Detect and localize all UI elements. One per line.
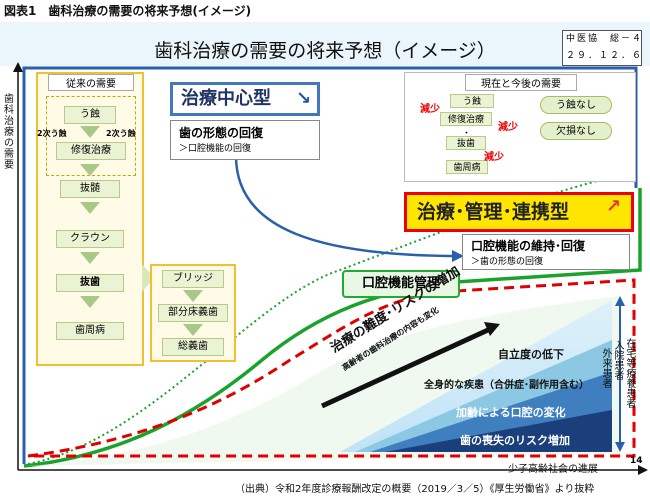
decrease-label-2: 減少: [498, 122, 518, 133]
treatment-centered-sub: ＞口腔機能の回復: [179, 144, 252, 154]
layer-label-tooth-loss: 歯の喪失のリスク増加: [460, 434, 570, 447]
old-step-periodontal: 歯周病: [56, 322, 124, 340]
y-axis-label: 歯科治療の需要: [4, 94, 14, 171]
down-arrow-icon: [183, 324, 203, 336]
now-step-extraction: 抜歯: [446, 136, 486, 150]
y-axis-arrowhead: [13, 62, 23, 72]
document-reference-line2: ２９．１２．６: [566, 51, 644, 61]
treatment-centered-label: 治療中心型: [170, 82, 320, 116]
down-arrow-icon: [80, 126, 100, 138]
transition-arrow-head: [452, 250, 464, 262]
secondary-caries-right-label: 2次う蝕: [106, 129, 136, 138]
no-caries-pill: う蝕なし: [540, 96, 612, 114]
treatment-mgmt-goal: 口腔機能の維持･回復: [471, 239, 586, 253]
source-citation: （出典）令和2年度診療報酬改定の概要（2019／3／5）《厚生労働省》より抜粋: [235, 484, 595, 495]
down-arrow-icon: [80, 202, 100, 214]
decrease-label-1: 減少: [420, 104, 440, 115]
treatment-mgmt-sub: ＞歯の形態の回復: [471, 257, 544, 267]
difficulty-arrow-line: [320, 327, 490, 409]
title-band: [0, 22, 650, 66]
down-arrow-icon: [80, 164, 100, 176]
main-title: 歯科治療の需要の将来予想（イメージ）: [154, 40, 496, 62]
treatment-mgmt-label: 治療･管理･連携型: [404, 192, 634, 232]
now-step-restoration: 修復治療: [440, 112, 492, 126]
patient-inpatient: 入院患者: [612, 340, 623, 380]
patient-home-care: 在宅等療養患者: [624, 338, 635, 408]
up-right-arrow-icon: ↗: [606, 196, 622, 217]
layer-tooth-loss: [385, 410, 612, 452]
document-reference: 中医協 総－４ ２９．１２．６: [562, 30, 642, 66]
no-tooth-loss-pill: 欠損なし: [540, 122, 612, 140]
old-step-restoration: 修復治療: [56, 142, 126, 160]
layer-label-independence: 自立度の低下: [498, 348, 564, 361]
figure-caption: 図表1 歯科治療の需要の将来予想(イメージ): [4, 4, 252, 18]
blue-frame-line: [22, 66, 638, 464]
layer-label-aging: 加齢による口腔の変化: [456, 406, 566, 419]
oral-function-management-label: 口腔機能管理: [342, 270, 460, 298]
down-right-arrow-icon: ↘: [296, 88, 312, 109]
treatment-mgmt-desc: 口腔機能の維持･回復 ＞歯の形態の回復: [462, 234, 630, 270]
down-arrow-icon: [183, 290, 203, 302]
prosthesis-bridge: ブリッジ: [162, 270, 224, 288]
x-axis-arrowhead: [638, 465, 648, 475]
transition-arrow-line: [234, 155, 461, 258]
old-step-caries: う蝕: [64, 106, 116, 124]
treatment-centered-desc: 歯の形態の回復 ＞口腔機能の回復: [170, 120, 320, 160]
page-number: 14: [630, 456, 643, 466]
down-arrow-icon: [80, 252, 100, 264]
treatment-centered-goal: 歯の形態の回復: [179, 126, 264, 140]
now-step-periodontal: 歯周病: [446, 160, 488, 174]
current-future-title: 現在と今後の需要: [465, 74, 577, 91]
now-step-ellipsis: ・: [462, 129, 472, 139]
old-step-pulpectomy: 抜髄: [60, 180, 120, 198]
old-demand-title: 従来の需要: [48, 74, 134, 91]
document-reference-line1: 中医協 総－４: [566, 34, 644, 44]
prosthesis-partial-denture: 部分床義歯: [158, 304, 228, 322]
secondary-caries-left-label: 2次う蝕: [37, 129, 67, 138]
x-axis-label: 少子高齢社会の進展: [508, 464, 598, 475]
green-dotted-line: [27, 174, 621, 465]
layer-label-systemic: 全身的な疾患（合併症･副作用含む）: [424, 380, 589, 391]
up-arrow-icon: [80, 296, 100, 308]
patient-outpatient: 外来患者: [600, 348, 611, 388]
prosthesis-complete-denture: 総義歯: [162, 338, 224, 356]
now-step-caries: う蝕: [450, 94, 494, 108]
difficulty-arrow-head: [484, 322, 500, 336]
old-step-crown: クラウン: [56, 230, 124, 248]
old-step-extraction: 抜歯: [56, 274, 124, 292]
decrease-label-3: 減少: [484, 152, 504, 163]
